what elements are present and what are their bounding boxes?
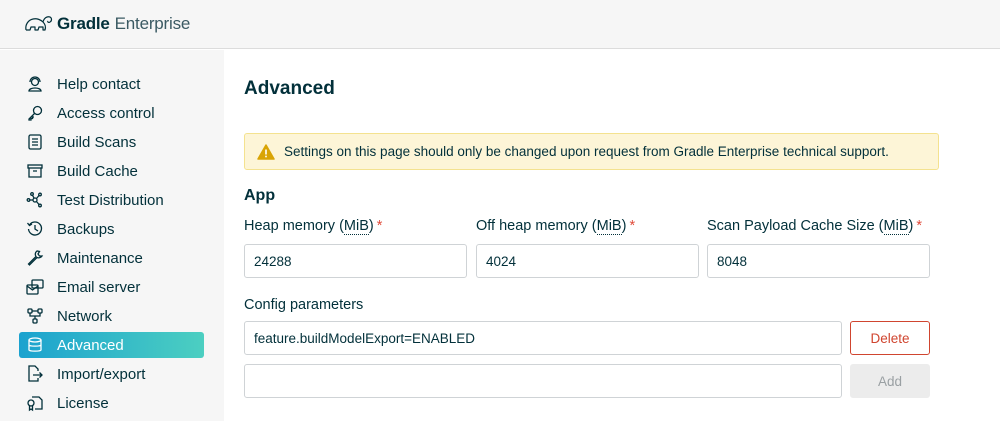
logo-text-gradle: Gradle bbox=[57, 14, 110, 33]
sidebar-nav: Help contact Access control Build Scans … bbox=[0, 50, 224, 421]
sidebar-item-import-export[interactable]: Import/export bbox=[19, 361, 204, 387]
warning-triangle-icon bbox=[257, 143, 275, 160]
sidebar-item-help-contact[interactable]: Help contact bbox=[19, 71, 204, 97]
new-config-parameter-input[interactable] bbox=[244, 364, 842, 398]
page-title: Advanced bbox=[244, 78, 335, 99]
sidebar-item-label: Advanced bbox=[57, 336, 124, 354]
sidebar-item-advanced[interactable]: Advanced bbox=[19, 332, 204, 358]
sidebar-item-build-scans[interactable]: Build Scans bbox=[19, 129, 204, 155]
database-icon bbox=[25, 335, 45, 355]
wrench-icon bbox=[25, 248, 45, 268]
sidebar-item-backups[interactable]: Backups bbox=[19, 216, 204, 242]
sidebar-item-label: Network bbox=[57, 307, 113, 325]
sidebar-item-label: License bbox=[57, 394, 109, 412]
sidebar-item-maintenance[interactable]: Maintenance bbox=[19, 245, 204, 271]
gradle-enterprise-logo[interactable]: Gradle Enterprise bbox=[24, 11, 190, 37]
section-title-app: App bbox=[244, 187, 276, 204]
required-marker: * bbox=[916, 218, 922, 234]
warning-alert: Settings on this page should only be cha… bbox=[244, 133, 939, 170]
required-marker: * bbox=[629, 218, 636, 234]
key-icon bbox=[25, 103, 45, 123]
mib-abbreviation: MiB bbox=[343, 218, 369, 235]
heap-memory-input[interactable] bbox=[244, 244, 467, 278]
off-heap-memory-input[interactable] bbox=[476, 244, 699, 278]
sidebar-item-label: Email server bbox=[57, 278, 141, 296]
headset-icon bbox=[25, 74, 45, 94]
elephant-icon bbox=[25, 16, 53, 31]
add-config-button[interactable]: Add bbox=[850, 364, 930, 398]
field-label: Off heap memory (MiB)* bbox=[476, 218, 636, 235]
license-certificate-icon bbox=[25, 393, 45, 413]
sidebar-item-label: Build Scans bbox=[57, 133, 137, 151]
sidebar-item-label: Access control bbox=[57, 104, 155, 122]
off-heap-memory-field: Off heap memory (MiB)* bbox=[476, 218, 699, 278]
sidebar-item-label: Maintenance bbox=[57, 249, 143, 267]
sidebar-item-license[interactable]: License bbox=[19, 390, 204, 416]
sidebar-item-test-distribution[interactable]: Test Distribution bbox=[19, 187, 204, 213]
alert-message: Settings on this page should only be cha… bbox=[284, 144, 889, 159]
sidebar-item-build-cache[interactable]: Build Cache bbox=[19, 158, 204, 184]
required-marker: * bbox=[376, 218, 383, 234]
main-content: Advanced Settings on this page should on… bbox=[224, 50, 1000, 421]
field-label: Heap memory (MiB)* bbox=[244, 218, 383, 235]
field-label: Scan Payload Cache Size (MiB)* bbox=[707, 218, 922, 235]
sidebar-item-label: Backups bbox=[57, 220, 115, 238]
sidebar-item-network[interactable]: Network bbox=[19, 303, 204, 329]
scan-payload-cache-size-input[interactable] bbox=[707, 244, 930, 278]
logo-text-enterprise: Enterprise bbox=[114, 14, 191, 33]
archive-box-icon bbox=[25, 161, 45, 181]
app-header: Gradle Enterprise bbox=[0, 0, 1000, 49]
sidebar-item-label: Test Distribution bbox=[57, 191, 164, 209]
sidebar-item-label: Import/export bbox=[57, 365, 146, 383]
file-export-icon bbox=[25, 364, 45, 384]
scan-payload-cache-size-field: Scan Payload Cache Size (MiB)* bbox=[707, 218, 930, 278]
heap-memory-field: Heap memory (MiB)* bbox=[244, 218, 467, 278]
mib-abbreviation: MiB bbox=[883, 218, 909, 235]
history-clock-icon bbox=[25, 219, 45, 239]
config-parameter-input[interactable] bbox=[244, 321, 842, 355]
sidebar-item-email-server[interactable]: Email server bbox=[19, 274, 204, 300]
email-server-icon bbox=[25, 277, 45, 297]
sidebar-item-label: Help contact bbox=[57, 75, 141, 93]
delete-config-button[interactable]: Delete bbox=[850, 321, 930, 355]
list-document-icon bbox=[25, 132, 45, 152]
sidebar-item-label: Build Cache bbox=[57, 162, 138, 180]
network-icon bbox=[25, 306, 45, 326]
config-parameters-label: Config parameters bbox=[244, 297, 364, 313]
mib-abbreviation: MiB bbox=[596, 218, 622, 235]
sidebar-item-access-control[interactable]: Access control bbox=[19, 100, 204, 126]
network-nodes-icon bbox=[25, 190, 45, 210]
